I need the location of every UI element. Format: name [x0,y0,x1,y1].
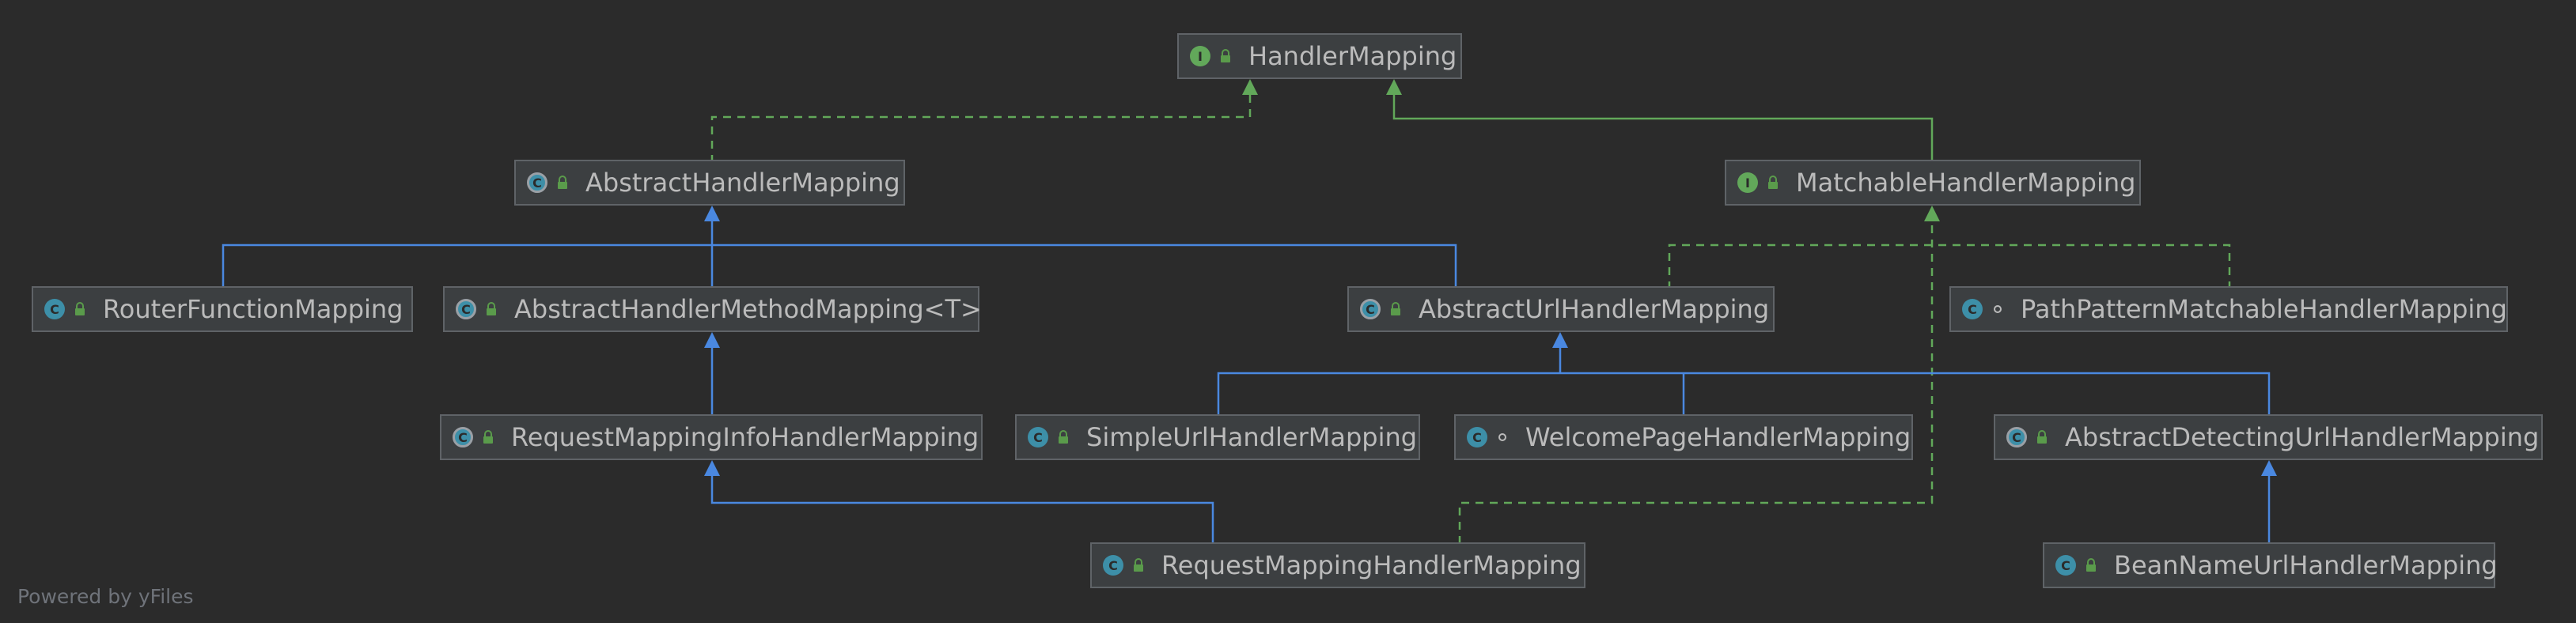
node-label: PathPatternMatchableHandlerMapping [2021,294,2507,324]
node-label: RequestMappingInfoHandlerMapping [511,422,979,452]
lock-icon [1056,429,1070,444]
lock-icon [2035,429,2049,444]
node-abstract-handler-mapping[interactable]: C AbstractHandlerMapping [514,160,905,206]
node-label: AbstractHandlerMethodMapping<T> [514,294,982,324]
node-path-pattern-matchable-handler-mapping[interactable]: C PathPatternMatchableHandlerMapping [1949,286,2508,332]
node-matchable-handler-mapping[interactable]: I MatchableHandlerMapping [1725,160,2141,206]
arrowhead-handler-mapping-left [1242,79,1258,95]
node-bean-name-url-handler-mapping[interactable]: C BeanNameUrlHandlerMapping [2043,542,2498,588]
node-request-mapping-info-handler-mapping[interactable]: C RequestMappingInfoHandlerMapping [440,414,983,460]
config-class-icon: C [1467,427,1487,447]
lock-icon [555,175,570,190]
abstract-class-icon: C [456,299,476,319]
node-label: HandlerMapping [1248,41,1457,71]
edge-url-handler-children [1217,344,2271,414]
interface-icon: I [1190,46,1210,66]
node-label: WelcomePageHandlerMapping [1525,422,1911,452]
node-request-mapping-handler-mapping[interactable]: C RequestMappingHandlerMapping [1090,542,1585,588]
node-handler-mapping[interactable]: I HandlerMapping [1177,33,1462,79]
node-label: AbstractDetectingUrlHandlerMapping [2065,422,2540,452]
edge-matchable-handler-mapping-to-handler-mapping [1392,91,1934,163]
arrowhead-abstract-detecting-url-handler-mapping [2261,460,2277,476]
edge-router-function-mapping-to-abstract-handler-mapping [222,244,1457,289]
package-private-icon [1991,302,2005,316]
node-welcome-page-handler-mapping[interactable]: C WelcomePageHandlerMapping [1454,414,1913,460]
abstract-class-icon: C [2006,427,2027,447]
node-label: SimpleUrlHandlerMapping [1086,422,1418,452]
edge-request-mapping-handler-mapping-to-request-mapping-info-handler-mapping [710,471,1214,544]
abstract-class-icon: C [1360,299,1381,319]
node-label: RequestMappingHandlerMapping [1161,550,1582,580]
lock-icon [1766,175,1780,190]
arrowhead-request-mapping-info-handler-mapping [704,460,720,476]
arrowhead-matchable-handler-mapping [1924,206,1940,221]
edge-abstract-url-handler-mapping-to-matchable-handler-mapping [1668,244,2231,289]
edge-request-mapping-handler-mapping-to-matchable-handler-mapping [1458,217,1934,544]
arrowhead-abstract-url-handler-mapping [1552,332,1568,348]
lock-icon [481,429,495,444]
package-private-icon [1495,430,1510,444]
lock-icon [1218,48,1233,63]
arrowhead-abstract-handler-mapping [704,206,720,221]
lock-icon [2084,557,2098,572]
node-simple-url-handler-mapping[interactable]: C SimpleUrlHandlerMapping [1015,414,1420,460]
node-abstract-url-handler-mapping[interactable]: C AbstractUrlHandlerMapping [1347,286,1775,332]
node-label: MatchableHandlerMapping [1796,168,2136,198]
lock-icon [73,301,87,316]
node-abstract-detecting-url-handler-mapping[interactable]: C AbstractDetectingUrlHandlerMapping [1994,414,2543,460]
abstract-class-icon: C [527,172,547,193]
lock-icon [1388,301,1403,316]
node-label: BeanNameUrlHandlerMapping [2114,550,2498,580]
class-icon: C [1028,427,1048,447]
powered-by-label: Powered by yFiles [17,585,194,608]
edge-abstract-handler-mapping-to-handler-mapping [710,91,1252,163]
class-icon: C [44,299,65,319]
node-label: AbstractHandlerMapping [585,168,900,198]
interface-icon: I [1737,172,1758,193]
arrowhead-abstract-handler-method-mapping [704,332,720,348]
arrowhead-handler-mapping-right [1386,79,1402,95]
abstract-class-icon: C [453,427,473,447]
lock-icon [1131,557,1146,572]
node-abstract-handler-method-mapping[interactable]: C AbstractHandlerMethodMapping<T> [443,286,982,332]
class-icon: C [1962,299,1983,319]
lock-icon [484,301,498,316]
node-router-function-mapping[interactable]: C RouterFunctionMapping [32,286,413,332]
class-icon: C [2055,555,2076,576]
node-label: AbstractUrlHandlerMapping [1419,294,1770,324]
node-label: RouterFunctionMapping [103,294,403,324]
class-icon: C [1103,555,1123,576]
